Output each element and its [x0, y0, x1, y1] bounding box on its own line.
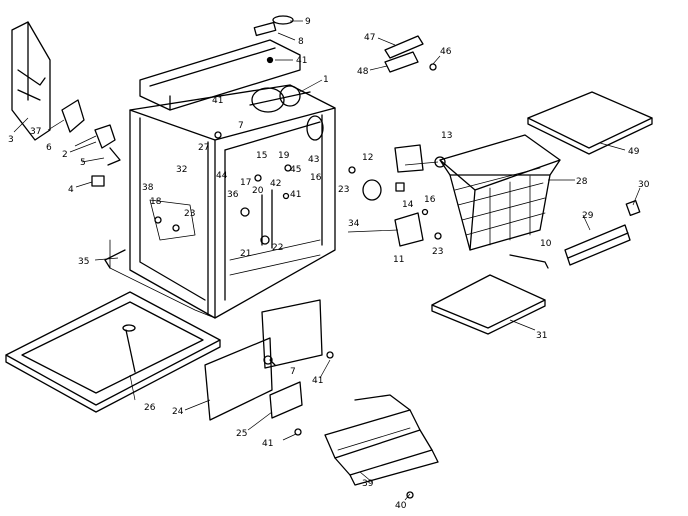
fasteners	[154, 56, 442, 499]
slide-rail	[509, 200, 641, 269]
callout-31: 31	[536, 331, 547, 341]
control-panel-top	[384, 35, 437, 73]
callout-21: 21	[240, 249, 251, 259]
callout-16: 16	[424, 195, 436, 205]
callout-22: 22	[272, 243, 283, 253]
callout-8: 8	[298, 37, 304, 47]
callouts: 9 8 41 1 47 46 48 49 3 37 6 2 5 4 41 7 2…	[8, 17, 650, 511]
callout-48: 48	[357, 67, 369, 77]
callout-41: 41	[262, 439, 273, 449]
callout-26: 26	[144, 403, 156, 413]
callout-11: 11	[393, 255, 404, 265]
callout-34: 34	[348, 219, 360, 229]
callout-41: 41	[212, 96, 223, 106]
callout-46: 46	[440, 47, 452, 57]
callout-41: 41	[296, 56, 307, 66]
callout-16: 16	[310, 173, 322, 183]
callout-41: 41	[290, 190, 301, 200]
callout-35: 35	[78, 257, 89, 267]
callout-32: 32	[176, 165, 187, 175]
callout-27: 27	[198, 143, 209, 153]
callout-13: 13	[441, 131, 452, 141]
callout-49: 49	[628, 147, 640, 157]
callout-36: 36	[227, 190, 239, 200]
callout-14: 14	[402, 200, 414, 210]
callout-18: 18	[150, 197, 162, 207]
callout-12: 12	[362, 153, 373, 163]
callout-28: 28	[576, 177, 588, 187]
cabinet-housing	[129, 84, 336, 319]
callout-15: 15	[256, 151, 267, 161]
callout-5: 5	[80, 158, 86, 168]
callout-45: 45	[290, 165, 301, 175]
shelf-top	[527, 91, 653, 155]
callout-37: 37	[30, 127, 41, 137]
callout-23: 23	[338, 185, 349, 195]
callout-44: 44	[216, 171, 228, 181]
callout-40: 40	[395, 501, 407, 511]
callout-1: 1	[323, 75, 329, 85]
callout-24: 24	[172, 407, 184, 417]
door-frame	[5, 291, 221, 413]
shelf-bottom	[431, 274, 546, 335]
callout-2: 2	[62, 150, 68, 160]
callout-3: 3	[8, 135, 14, 145]
callout-6: 6	[46, 143, 52, 153]
callout-7: 7	[290, 367, 296, 377]
callout-19: 19	[278, 151, 290, 161]
side-panel	[204, 299, 323, 421]
callout-20: 20	[252, 186, 264, 196]
callout-42: 42	[270, 179, 281, 189]
top-panel	[139, 15, 301, 111]
callout-39: 39	[362, 479, 374, 489]
callout-9: 9	[305, 17, 311, 27]
callout-23: 23	[184, 209, 195, 219]
callout-4: 4	[68, 185, 74, 195]
callout-41: 41	[312, 376, 323, 386]
callout-23: 23	[432, 247, 443, 257]
callout-29: 29	[582, 211, 594, 221]
callout-38: 38	[142, 183, 154, 193]
wire-basket	[439, 134, 561, 251]
latch-assembly	[61, 99, 121, 187]
drip-tray	[324, 394, 439, 486]
callout-30: 30	[638, 180, 650, 190]
callout-7: 7	[238, 121, 244, 131]
motor-assembly	[249, 85, 324, 141]
callout-10: 10	[540, 239, 552, 249]
base-pan	[104, 239, 216, 319]
hinge-bracket-left	[11, 21, 51, 141]
callout-17: 17	[240, 178, 251, 188]
callout-47: 47	[364, 33, 375, 43]
callout-25: 25	[236, 429, 247, 439]
leader-lines	[13, 20, 641, 501]
callout-43: 43	[308, 155, 319, 165]
